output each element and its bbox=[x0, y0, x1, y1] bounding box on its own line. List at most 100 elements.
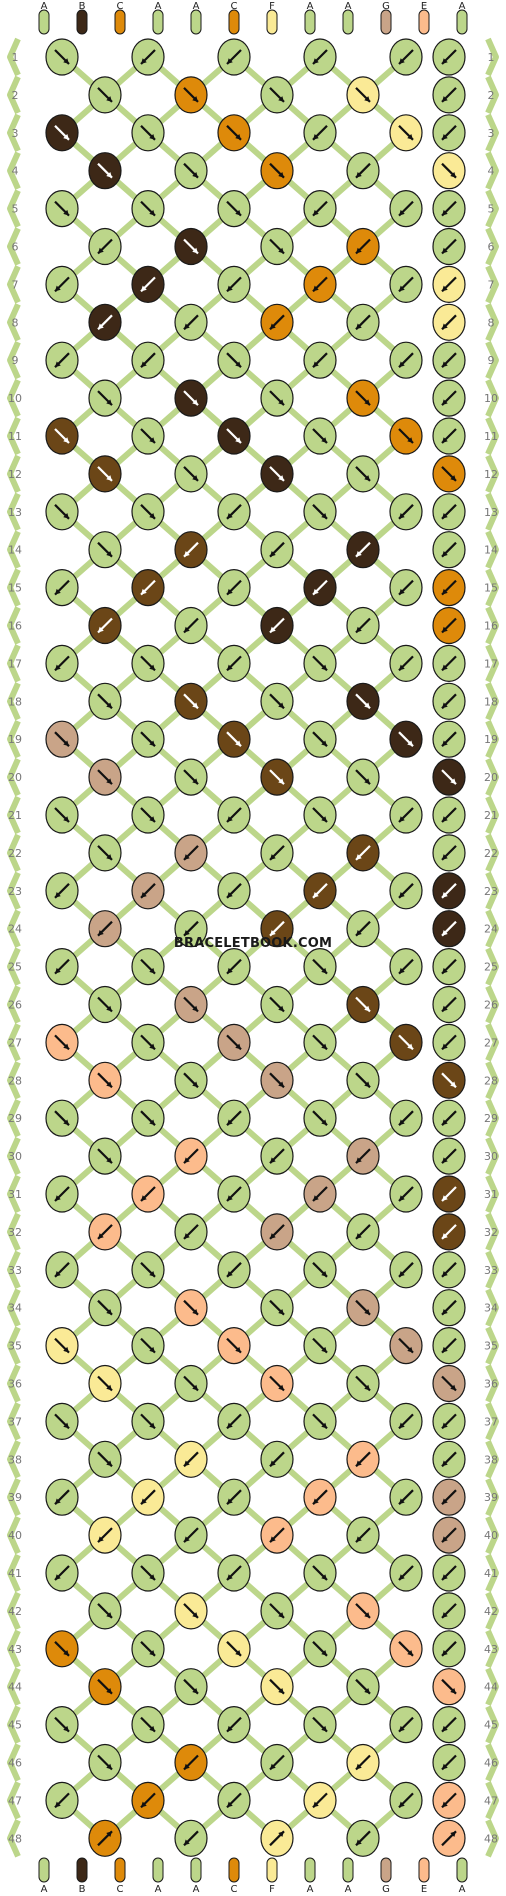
knot bbox=[389, 1630, 423, 1668]
knot bbox=[303, 1554, 337, 1592]
knot bbox=[174, 152, 208, 190]
right-edge-strand bbox=[485, 492, 499, 532]
knot-arrowhead bbox=[235, 740, 241, 747]
knot bbox=[389, 493, 423, 531]
knot-arrowhead bbox=[442, 1650, 448, 1656]
knot bbox=[346, 682, 380, 720]
row-number-right: 43 bbox=[484, 1643, 498, 1656]
left-edge-strand bbox=[7, 1819, 21, 1858]
knot bbox=[131, 796, 165, 834]
knot bbox=[303, 947, 337, 986]
knot bbox=[131, 341, 165, 379]
knot bbox=[260, 303, 294, 341]
right-edge-strand bbox=[485, 1402, 499, 1441]
knot bbox=[174, 985, 208, 1024]
knot-arrowhead bbox=[55, 588, 61, 595]
knot-arrowhead bbox=[106, 1763, 112, 1770]
knot-arrowhead bbox=[149, 816, 155, 822]
knot bbox=[131, 1251, 165, 1289]
knot-arrowhead bbox=[442, 1233, 448, 1239]
knot bbox=[432, 1289, 466, 1327]
knot bbox=[45, 1402, 79, 1441]
knot bbox=[217, 341, 251, 379]
knot-arrowhead bbox=[356, 626, 362, 633]
knot bbox=[260, 1440, 294, 1478]
knot bbox=[88, 1592, 122, 1630]
knot bbox=[131, 872, 165, 910]
knot bbox=[45, 417, 79, 455]
right-edge-strand bbox=[485, 227, 499, 266]
row-number-left: 24 bbox=[8, 923, 22, 936]
knot-arrowhead bbox=[149, 513, 155, 519]
knot bbox=[346, 834, 380, 872]
bottom-string-label: A bbox=[345, 1884, 352, 1895]
knot-arrowhead bbox=[442, 1574, 448, 1580]
knot bbox=[389, 568, 423, 607]
knot-arrowhead bbox=[442, 1157, 448, 1164]
knot-arrowhead bbox=[364, 1005, 370, 1012]
knot-arrowhead bbox=[321, 816, 327, 822]
knot-arrowhead bbox=[321, 1043, 327, 1050]
knot-arrowhead bbox=[407, 437, 413, 443]
knot-arrowhead bbox=[278, 247, 284, 254]
knot bbox=[432, 379, 466, 417]
knot-arrowhead bbox=[321, 740, 327, 747]
right-edge-strand bbox=[485, 37, 499, 77]
knot bbox=[303, 493, 337, 531]
knot-arrowhead bbox=[149, 1650, 155, 1656]
row-number-right: 4 bbox=[488, 165, 495, 178]
knot-arrowhead bbox=[63, 816, 69, 822]
knot bbox=[303, 1705, 337, 1744]
knot bbox=[432, 114, 466, 152]
knot-arrowhead bbox=[450, 1081, 456, 1088]
knot-arrowhead bbox=[106, 854, 112, 860]
top-string-label: C bbox=[231, 1, 238, 12]
knot-arrowhead bbox=[450, 171, 456, 178]
row-number-left: 31 bbox=[8, 1188, 22, 1201]
knot-arrowhead bbox=[399, 58, 405, 64]
row-number-left: 10 bbox=[8, 392, 22, 405]
row-number-left: 34 bbox=[8, 1302, 22, 1315]
row-number-left: 44 bbox=[8, 1681, 22, 1694]
left-edge-strand bbox=[7, 985, 21, 1024]
knot-arrowhead bbox=[364, 1687, 370, 1694]
knot-arrowhead bbox=[364, 702, 370, 709]
knot bbox=[88, 834, 122, 872]
knot bbox=[389, 1554, 423, 1592]
knot bbox=[217, 1781, 251, 1820]
knot bbox=[346, 152, 380, 190]
knot bbox=[432, 644, 466, 683]
knot bbox=[432, 1175, 466, 1213]
knot-arrowhead bbox=[149, 437, 155, 443]
right-edge-strand bbox=[485, 833, 499, 873]
knot-arrowhead bbox=[442, 664, 448, 671]
knot bbox=[432, 1137, 466, 1175]
bottom-string-label: F bbox=[269, 1884, 275, 1895]
row-number-left: 3 bbox=[12, 127, 19, 140]
knot bbox=[260, 1743, 294, 1782]
right-edge-strand bbox=[485, 1288, 499, 1327]
knot bbox=[389, 38, 423, 76]
knot-arrowhead bbox=[442, 437, 448, 443]
left-edge-strand bbox=[7, 1591, 21, 1631]
knot bbox=[303, 1175, 337, 1213]
knot bbox=[303, 1630, 337, 1668]
knot-arrowhead bbox=[270, 1233, 276, 1239]
knot-arrowhead bbox=[106, 171, 112, 178]
row-number-right: 28 bbox=[484, 1074, 498, 1087]
knot bbox=[303, 114, 337, 152]
knot bbox=[131, 644, 165, 683]
knot-arrowhead bbox=[227, 1195, 233, 1201]
knot-arrowhead bbox=[149, 1725, 155, 1732]
bottom-string-end bbox=[190, 1857, 202, 1883]
knot-arrowhead bbox=[364, 1308, 370, 1315]
knot bbox=[346, 531, 380, 569]
knot bbox=[303, 1326, 337, 1365]
knot-arrowhead bbox=[321, 1346, 327, 1353]
knot bbox=[389, 720, 423, 758]
knot-arrowhead bbox=[278, 475, 284, 481]
left-edge-strand bbox=[7, 1364, 21, 1403]
knot bbox=[88, 910, 122, 948]
knot bbox=[174, 1516, 208, 1554]
